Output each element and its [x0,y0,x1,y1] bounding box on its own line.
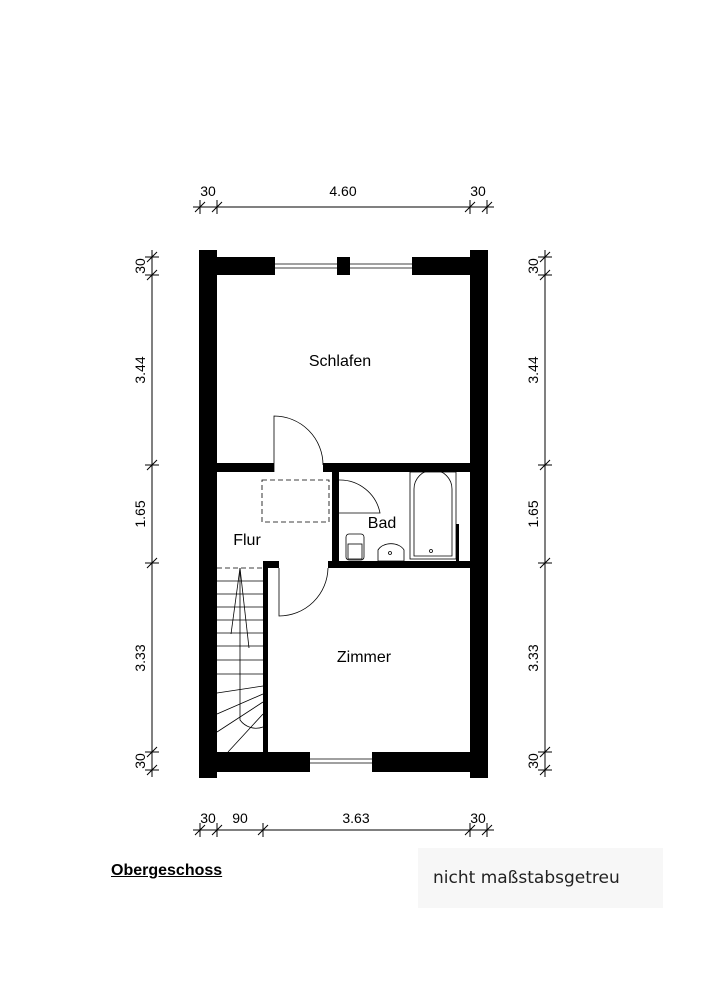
dim-bottom-3: 3.63 [342,810,369,826]
washbasin [377,543,405,562]
room-label-zimmer: Zimmer [337,649,392,666]
dim-top-2: 4.60 [329,183,356,199]
dim-right-2: 3.44 [525,356,541,383]
room-label-flur: Flur [233,532,261,549]
dim-top-3: 30 [470,183,486,199]
bathtub [409,469,457,560]
dim-left-4: 3.33 [132,644,148,671]
dim-bottom-2: 90 [232,810,248,826]
floor-label: Obergeschoss [111,862,223,879]
dimension-top: 30 4.60 30 [193,183,494,214]
doors [273,415,381,617]
dim-right-3: 1.65 [525,500,541,527]
dim-left-1: 30 [132,258,148,274]
dashed-opening [261,479,330,523]
dim-bottom-1: 30 [200,810,216,826]
room-label-schlafen: Schlafen [309,353,371,370]
dim-left-3: 1.65 [132,500,148,527]
staircase [216,567,264,753]
dim-bottom-4: 30 [470,810,486,826]
dim-right-1: 30 [525,258,541,274]
dim-left-2: 3.44 [132,356,148,383]
watermark: www.grundriss.com [473,646,487,751]
scale-note: nicht maßstabsgetreu [418,848,663,908]
dimension-right: 30 3.44 1.65 3.33 30 [525,250,552,777]
dim-right-4: 3.33 [525,644,541,671]
dim-right-5: 30 [525,753,541,769]
windows [275,257,470,772]
walls [199,250,488,778]
dim-left-5: 30 [132,753,148,769]
dimension-bottom: 30 90 3.63 30 [193,810,494,837]
dim-top-1: 30 [200,183,216,199]
dimension-left: 30 3.44 1.65 3.33 30 [132,250,159,777]
toilet [345,533,365,561]
room-label-bad: Bad [368,515,396,532]
